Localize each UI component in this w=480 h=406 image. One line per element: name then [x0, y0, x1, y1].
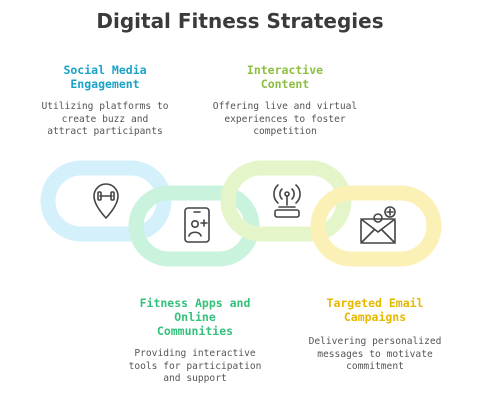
fitness-apps-heading: Fitness Apps and Online Communities	[139, 296, 251, 338]
interactive-content-heading: Interactive Content	[246, 63, 324, 91]
chain-link-email	[310, 185, 442, 267]
social-media-description: Utilizing platforms to create buzz and a…	[41, 101, 169, 137]
chain-link-social	[40, 160, 172, 242]
social-media-heading: Social Media Engagement	[63, 63, 147, 91]
live-broadcast-icon	[273, 184, 301, 218]
fitness-apps-description: Providing interactive tools for particip…	[128, 348, 262, 384]
envelope-add-user-icon	[360, 206, 396, 244]
location-pin-dumbbell-icon	[93, 183, 119, 219]
targeted-email-heading: Targeted Email Campaigns	[326, 296, 424, 324]
targeted-email-description: Delivering personalized messages to moti…	[308, 336, 442, 372]
page-title: Digital Fitness Strategies	[96, 9, 384, 33]
smartphone-add-user-icon	[184, 207, 210, 243]
interactive-content-description: Offering live and virtual experiences to…	[212, 101, 358, 137]
